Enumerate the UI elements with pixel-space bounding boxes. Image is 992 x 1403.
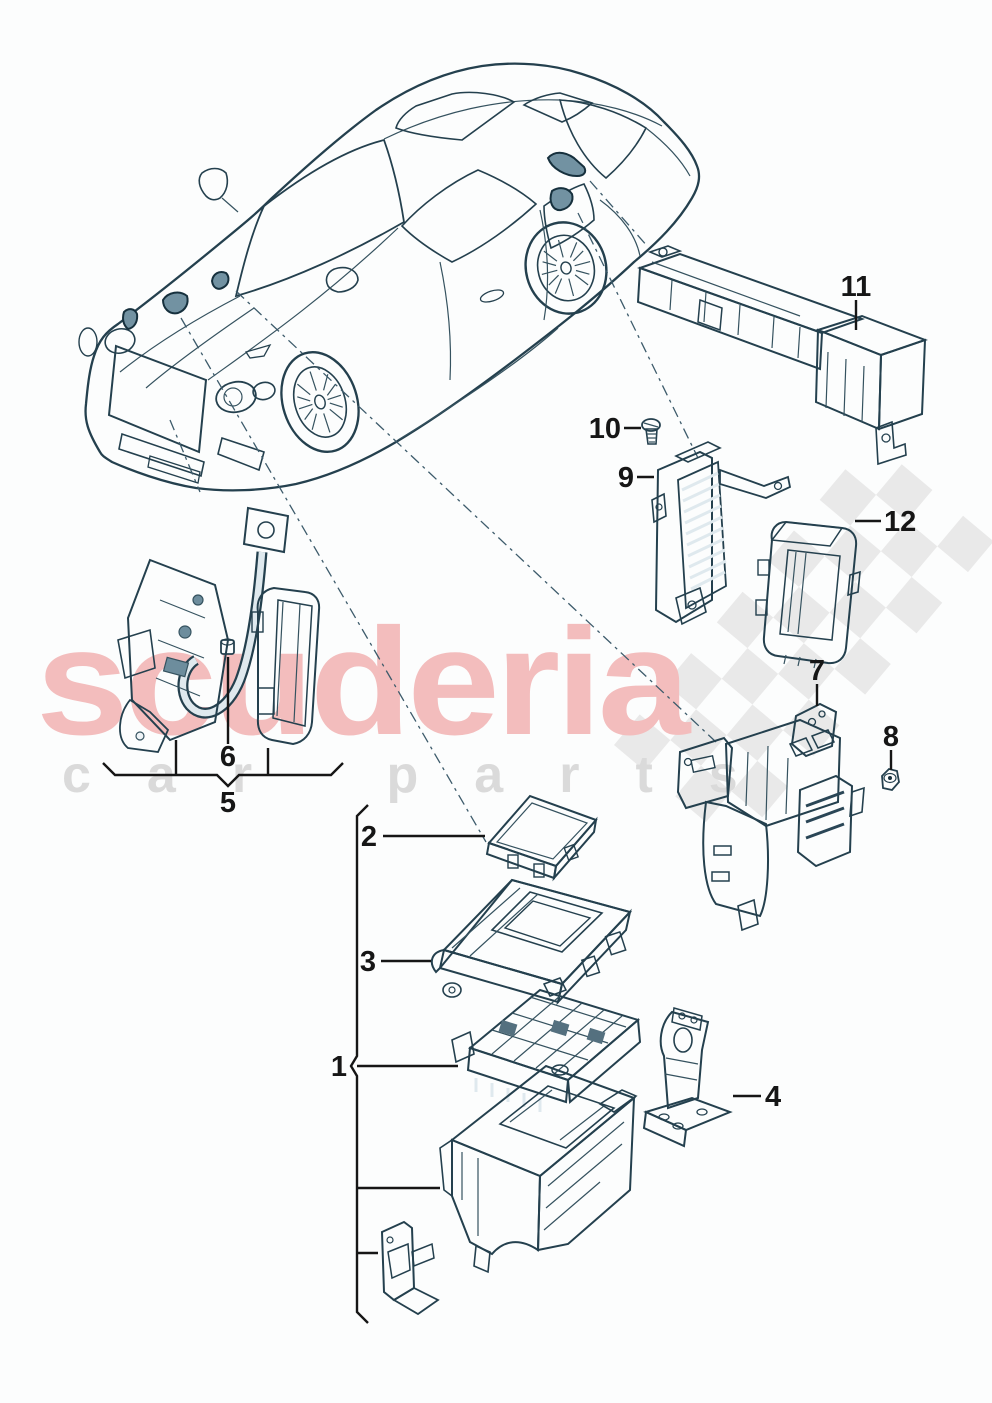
car-grille bbox=[107, 344, 208, 454]
car-hood-crease-left bbox=[119, 295, 241, 373]
car-door-glass bbox=[400, 169, 538, 263]
brand-watermark: scuderia car parts bbox=[36, 597, 738, 804]
car-headlight-left bbox=[104, 327, 136, 355]
car-lower-intake bbox=[118, 432, 205, 478]
part-12-control-module bbox=[755, 520, 861, 669]
car-windshield bbox=[234, 138, 405, 298]
car-headlight-left-edge bbox=[78, 327, 98, 357]
group-5-bracket bbox=[102, 657, 344, 788]
car-quarter-glass bbox=[543, 183, 595, 250]
part-5-cover bbox=[251, 586, 321, 746]
part-1-fuse-carrier bbox=[451, 977, 642, 1112]
callout-2: 2 bbox=[361, 821, 377, 853]
car-sunroof-front bbox=[395, 91, 516, 141]
car-left-mirror-stalk bbox=[221, 197, 239, 213]
callout-5: 5 bbox=[220, 787, 236, 819]
car-headlight-main bbox=[215, 380, 257, 414]
watermark-brand-text: scuderia bbox=[36, 597, 692, 767]
part-1-side-bracket bbox=[380, 1220, 440, 1316]
group-1-branches bbox=[357, 1064, 458, 1255]
leader-hood-to-part7 bbox=[235, 290, 717, 743]
callout-10: 10 bbox=[589, 413, 621, 445]
car-roof-seam bbox=[383, 99, 663, 140]
car-fender-line bbox=[207, 227, 399, 381]
part-2-cover-lid bbox=[485, 794, 598, 882]
callout-12: 12 bbox=[884, 506, 916, 538]
part-7-bracket-assembly bbox=[676, 702, 865, 932]
car-hood-emblem bbox=[244, 343, 272, 359]
vehicle-illustration bbox=[78, 62, 701, 492]
highlight-spots bbox=[122, 151, 587, 331]
car-body bbox=[84, 62, 701, 492]
callout-7: 7 bbox=[809, 655, 825, 687]
car-headlight-small bbox=[252, 381, 276, 401]
group-1-bracket bbox=[349, 804, 369, 1324]
callout-4: 4 bbox=[765, 1081, 781, 1113]
callout-11: 11 bbox=[841, 271, 872, 303]
leader-rear-to-part9 bbox=[577, 212, 699, 459]
car-right-mirror bbox=[325, 266, 359, 293]
highlight-spot-rear-deck bbox=[546, 151, 587, 178]
car-front-wheel bbox=[280, 350, 360, 454]
part-3-upper-housing bbox=[430, 878, 632, 1006]
car-number-plate bbox=[147, 455, 201, 484]
car-left-mirror bbox=[198, 167, 229, 201]
callout-6: 6 bbox=[220, 741, 236, 773]
part-8-nut bbox=[881, 768, 900, 791]
highlight-spot-hood-a bbox=[210, 271, 230, 290]
highlight-spot-rear-quarter bbox=[549, 187, 574, 212]
car-rocker-line bbox=[397, 327, 559, 441]
part-4-mounting-bracket bbox=[642, 1007, 733, 1148]
leader-bumper-to-group5 bbox=[169, 419, 201, 493]
callout-3: 3 bbox=[360, 946, 376, 978]
car-decklid-line bbox=[645, 127, 691, 177]
highlight-spot-fender bbox=[122, 308, 139, 331]
car-rear-wheel bbox=[524, 221, 608, 315]
callout-8: 8 bbox=[883, 721, 899, 753]
callout-1: 1 bbox=[331, 1051, 347, 1083]
part-9-fuse-holder bbox=[651, 441, 792, 626]
car-door-shutline bbox=[439, 261, 452, 381]
car-side-intake bbox=[217, 436, 265, 472]
checkered-flag-watermark bbox=[613, 464, 992, 823]
part-6-nut bbox=[220, 638, 235, 655]
callout-9: 9 bbox=[618, 462, 634, 494]
leader-hood-to-group1 bbox=[180, 317, 487, 843]
part-10-screw bbox=[641, 418, 661, 445]
leader-rear-to-part11 bbox=[589, 180, 649, 248]
leader-lines bbox=[169, 180, 717, 843]
part-1-lower-housing bbox=[439, 1064, 638, 1274]
highlight-spot-hood-b bbox=[161, 291, 189, 315]
car-bpillar-shutline bbox=[539, 209, 549, 321]
car-rear-window bbox=[558, 99, 648, 180]
car-hood-crease-right bbox=[145, 307, 255, 389]
car-door-handle bbox=[479, 289, 505, 303]
car-headlight-main-lens bbox=[223, 387, 243, 407]
car-sunroof-rear bbox=[522, 92, 594, 123]
part-11-relay-carrier bbox=[636, 245, 928, 466]
car-rear-arch-crease bbox=[599, 199, 641, 257]
